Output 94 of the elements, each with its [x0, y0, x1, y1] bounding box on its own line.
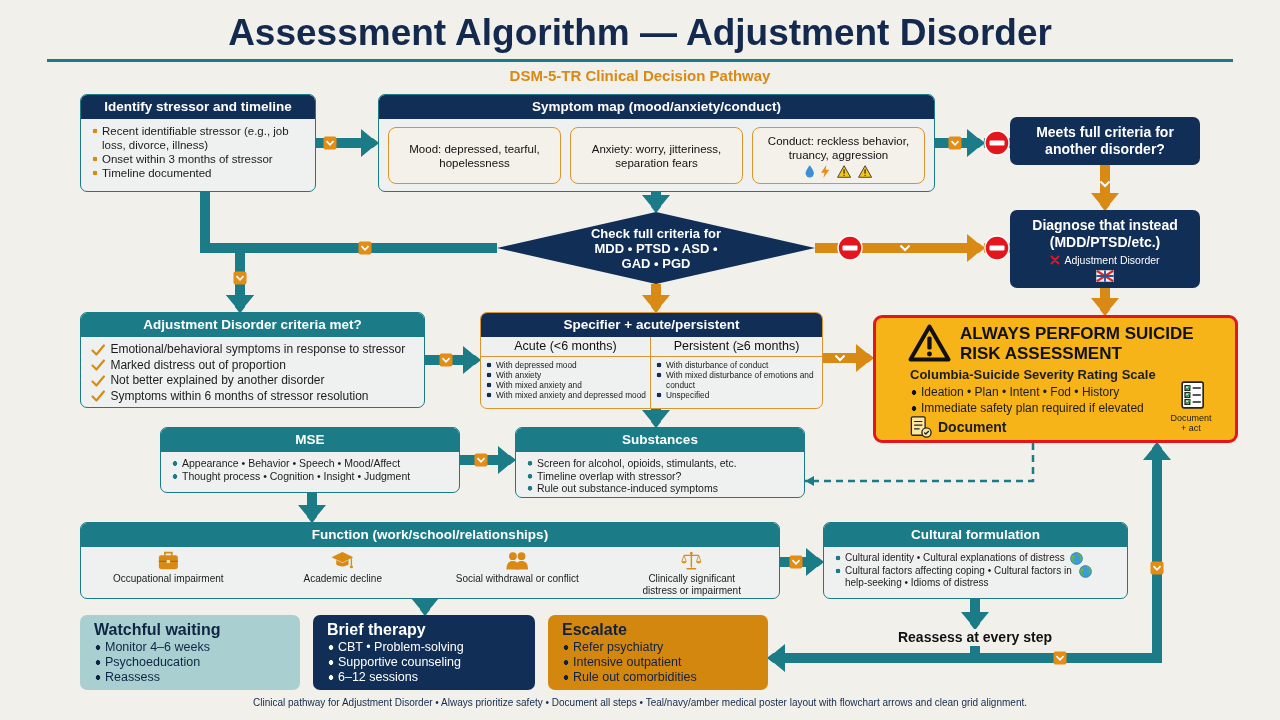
list-item: Appearance • Behavior • Speech • Mood/Affect [171, 457, 401, 470]
footer-note: Clinical pathway for Adjustment Disorder • Always prioritize safety • Document all steps • Teal/navy/amber medical poster layout with flowchart arrows and clean grid alignment. [253, 697, 1027, 709]
process-card [80, 522, 780, 599]
column-heading: Acute (<6 months) [481, 337, 650, 357]
action-card [80, 615, 300, 690]
status-text: Adjustment Disorder [1064, 253, 1160, 267]
card-heading: Cultural formulation [824, 523, 1127, 547]
list-item: Supportive counseling [327, 655, 461, 670]
list-item: Emotional/behavioral symptoms in response to stressor [110, 342, 406, 358]
list-item: Symptoms within 6 months of stressor resolution [110, 388, 369, 404]
process-card [823, 522, 1128, 599]
column-heading: Persistent (≥6 months) [651, 337, 822, 357]
symptom-text: Anxiety: worry, jitteriness, separation fears [590, 141, 723, 170]
list-item: With depressed mood [485, 360, 577, 370]
list-item: Thought process • Cognition • Insight • Judgment [171, 470, 411, 483]
card-heading: Specifier + acute/persistent [481, 313, 822, 337]
flow-arrow [298, 493, 326, 522]
list-item: Cultural factors affecting coping • Cultural factors in help-seeking • Idioms of distress [834, 565, 1074, 589]
list-item: Screen for alcohol, opioids, stimulants, etc. [526, 457, 737, 470]
impact-label: Social withdrawal or conflict [455, 573, 579, 585]
process-card [160, 427, 460, 493]
impact-label: Academic decline [303, 573, 382, 585]
criteria-card [80, 312, 425, 408]
flow-arrow [961, 599, 989, 629]
list-item: Ideation • Plan • Intent • Fod • History [910, 385, 1120, 400]
flow-arrow [780, 548, 823, 576]
action-card [548, 615, 768, 690]
list-item: Marked distress out of proportion [110, 357, 286, 373]
symptom-text: Mood: depressed, tearful, hopelessness [408, 141, 541, 170]
process-card [515, 427, 805, 498]
list-item: With mixed anxiety and [485, 380, 582, 390]
card-title: Watchful waiting [94, 620, 221, 640]
list-item: Refer psychiatry [562, 640, 664, 655]
flow-arrow [425, 346, 480, 374]
list-item: With anxiety [485, 370, 542, 380]
panel-card [480, 312, 823, 409]
list-item: Immediate safety plan required if elevated [910, 401, 1144, 416]
card-title: Brief therapy [327, 620, 426, 640]
icon-caption: Document + act [1169, 413, 1213, 433]
list-item: Timeline documented [91, 166, 212, 180]
list-item: Not better explained by another disorder [110, 373, 325, 389]
box-title: Diagnose that instead (MDD/PTSD/etc.) [1031, 216, 1179, 251]
flow-arrow [642, 409, 670, 427]
card-heading: Identify stressor and timeline [81, 95, 315, 119]
flow-arrow [411, 598, 439, 615]
step-label: Reassess at every step [897, 629, 1053, 646]
flow-arrow [815, 233, 1010, 263]
card-heading: MSE [161, 428, 459, 452]
decision-box [1010, 117, 1200, 165]
list-item: With disturbance of conduct [655, 360, 769, 370]
impact-label: Clinically significant distress or impairment [641, 573, 742, 597]
impact-label: Occupational impairment [112, 573, 224, 585]
flow-arrow [823, 344, 873, 372]
list-item: Unspecified [655, 390, 710, 400]
list-item: Timeline overlap with stressor? [526, 469, 682, 482]
list-item: With mixed anxiety and depressed mood [485, 390, 646, 400]
box-title: Meets full criteria for another disorder? [1035, 124, 1175, 158]
list-item: Onset within 3 months of stressor [91, 152, 273, 166]
flow-arrow [1091, 288, 1119, 315]
flow-arrow [316, 129, 378, 157]
list-item: Cultural identity • Cultural explanations of distress [834, 552, 1065, 564]
list-item: Psychoeducation [94, 655, 201, 670]
flow-arrow [642, 192, 670, 212]
card-heading: Adjustment Disorder criteria met? [81, 313, 424, 337]
card-heading: Substances [516, 428, 804, 452]
action-label: Document [938, 419, 1007, 436]
alert-heading: ALWAYS PERFORM SUICIDE RISK ASSESSMENT [960, 324, 1195, 364]
scale-name: Columbia-Suicide Severity Rating Scale [910, 367, 1156, 383]
flow-arrow [1091, 165, 1119, 210]
dashed-arrow [805, 443, 1035, 486]
list-item: Intensive outpatient [562, 655, 682, 670]
card-heading: Symptom map (mood/anxiety/conduct) [379, 95, 934, 119]
symptom-card [752, 127, 925, 184]
flow-arrow [460, 446, 515, 474]
alert-panel [873, 315, 1238, 443]
flow-arrow [642, 284, 670, 312]
symptom-card [570, 127, 743, 184]
list-item: Rule out substance-induced symptoms [526, 482, 718, 495]
subtitle: DSM-5-TR Clinical Decision Pathway [509, 67, 771, 85]
panel-card [378, 94, 935, 192]
page-title: Assessment Algorithm — Adjustment Disorder [228, 11, 1052, 55]
specifier-column [481, 337, 651, 408]
action-card [313, 615, 535, 690]
diamond-label: Check full criteria for MDD • PTSD • ASD • GAD • PGD [589, 225, 722, 271]
process-card [80, 94, 316, 192]
list-item: CBT • Problem-solving [327, 640, 464, 655]
outcome-box [1010, 210, 1200, 288]
flow-arrow [935, 128, 1010, 158]
card-heading: Function (work/school/relationships) [81, 523, 779, 547]
decision-diamond [497, 212, 815, 284]
flow-arrow [226, 243, 497, 312]
card-title: Escalate [562, 620, 627, 640]
symptom-text: Conduct: reckless behavior, truancy, aggression [766, 133, 911, 162]
symptom-card [388, 127, 561, 184]
